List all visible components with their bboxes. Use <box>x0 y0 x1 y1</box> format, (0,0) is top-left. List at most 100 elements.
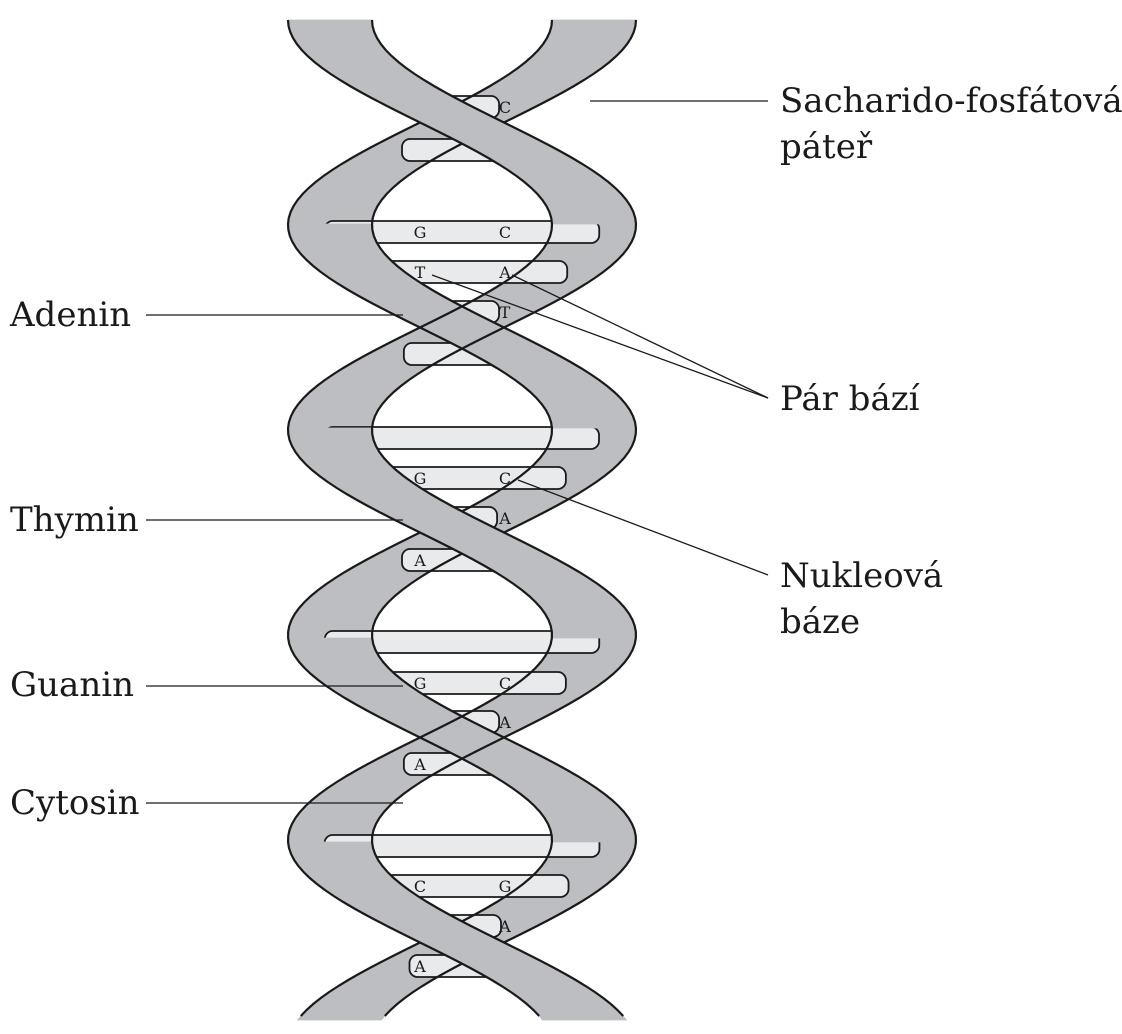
backbone-segment <box>522 590 613 596</box>
backbone-segment <box>495 572 589 578</box>
backbone-segment <box>334 368 428 374</box>
backbone-segment <box>368 506 463 512</box>
backbone-segment <box>549 416 635 422</box>
base-letter-left: G <box>414 223 427 242</box>
backbone-segment <box>335 692 429 698</box>
label-backbone-line1: Sacharido-fosfátová <box>780 78 1122 124</box>
backbone-segment <box>439 542 535 548</box>
backbone-segment <box>389 722 485 728</box>
backbone-segment <box>551 626 636 632</box>
base-letter-left: A <box>413 551 426 570</box>
backbone-segment <box>387 926 483 932</box>
backbone-segment <box>318 680 410 686</box>
backbone-segment <box>541 656 629 662</box>
backbone-segment <box>335 572 429 578</box>
backbone-segment <box>451 548 547 554</box>
backbone-segment <box>300 458 390 464</box>
backbone-segment <box>288 224 372 230</box>
backbone-segment <box>364 914 459 920</box>
backbone-segment <box>359 296 454 302</box>
backbone-segment <box>306 464 397 470</box>
base-letter-right: C <box>499 98 511 117</box>
backbone-segment <box>441 338 537 344</box>
backbone-segment <box>542 200 630 206</box>
backbone-segment <box>533 254 623 260</box>
backbone-segment <box>290 824 376 830</box>
backbone-segment <box>528 800 619 806</box>
backbone-segment <box>304 872 394 878</box>
backbone-segment <box>340 80 434 86</box>
label-guanine: Guanin <box>10 662 134 708</box>
backbone-segment <box>550 830 635 836</box>
label-thymine: Thymin <box>10 497 139 543</box>
backbone-segment <box>325 374 418 380</box>
backbone-segment <box>295 656 383 662</box>
backbone-segment <box>309 182 400 188</box>
backbone-segment <box>293 38 381 44</box>
label-base-pair: Pár bází <box>780 376 920 422</box>
label-nucleobase-line1: Nukleová <box>780 553 943 599</box>
backbone-segment <box>552 632 636 638</box>
backbone-segment <box>474 704 569 710</box>
backbone-segment <box>509 68 602 74</box>
backbone-segment <box>543 38 631 44</box>
backbone-segment <box>301 254 391 260</box>
backbone-segment <box>550 26 636 32</box>
backbone-segment <box>288 638 373 644</box>
backbone-segment <box>288 428 372 434</box>
backbone-segment <box>532 50 622 56</box>
backbone-segment <box>505 578 598 584</box>
backbone-segment <box>331 74 424 80</box>
backbone-segment <box>538 44 627 50</box>
backbone-segment <box>536 866 625 872</box>
backbone-segment <box>529 596 619 602</box>
backbone-segment <box>292 446 379 452</box>
backbone-segment <box>317 380 409 386</box>
backbone-segment <box>540 452 629 458</box>
leader-lines <box>146 101 768 803</box>
backbone-segment <box>291 614 378 620</box>
backbone-segment <box>545 614 632 620</box>
backbone-segment <box>551 20 636 26</box>
backbone-segment <box>295 608 383 614</box>
backbone-segment <box>488 158 582 164</box>
backbone-segment <box>290 440 376 446</box>
backbone-segment <box>289 26 375 32</box>
backbone-segment <box>483 770 577 776</box>
backbone-segment <box>355 704 450 710</box>
backbone-segment <box>515 380 607 386</box>
backbone-segment <box>401 728 497 734</box>
backbone-segment <box>551 218 636 224</box>
backbone-segment <box>478 152 573 158</box>
label-adenine: Adenin <box>10 292 131 338</box>
backbone-segment <box>305 668 395 674</box>
backbone-segment <box>288 434 373 440</box>
backbone-segment <box>514 584 606 590</box>
backbone-segment <box>492 980 586 986</box>
backbone-segment <box>465 350 560 356</box>
backbone-segment <box>391 518 487 524</box>
backbone-segment <box>329 986 422 992</box>
backbone-segment <box>443 134 539 140</box>
backbone-segment <box>292 818 379 824</box>
backbone-segment <box>338 284 432 290</box>
backbone-segment <box>294 860 382 866</box>
backbone-segment <box>383 104 479 110</box>
backbone-segment <box>547 32 634 38</box>
backbone-segment <box>487 902 581 908</box>
backbone-segment <box>540 812 629 818</box>
backbone-segment <box>317 884 409 890</box>
backbone-segment <box>531 188 621 194</box>
backbone-segment <box>403 524 499 530</box>
backbone-segment <box>361 92 456 98</box>
backbone-segment <box>479 86 574 92</box>
backbone-segment <box>300 806 390 812</box>
backbone-segment <box>312 794 403 800</box>
backbone-segment <box>490 80 584 86</box>
backbone-segment <box>399 932 495 938</box>
backbone-segment <box>485 698 579 704</box>
backbone-segment <box>319 788 411 794</box>
backbone-segment <box>290 32 377 38</box>
backbone-segment <box>298 194 387 200</box>
